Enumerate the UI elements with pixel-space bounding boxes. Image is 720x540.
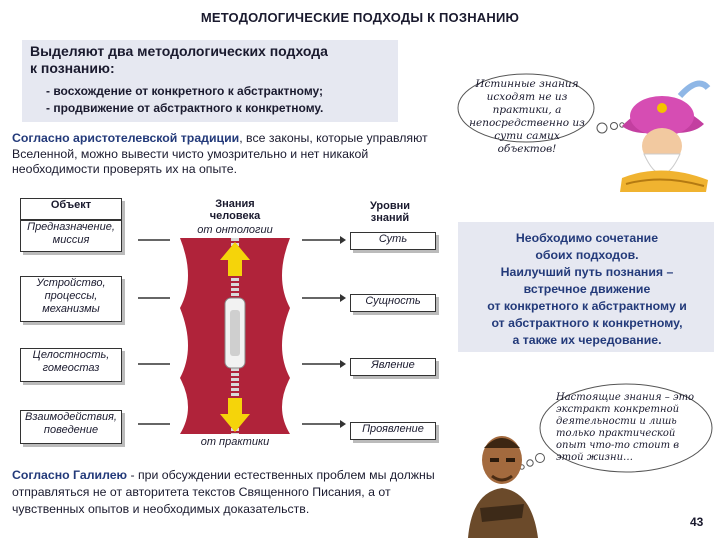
from-practice-label: от практики	[200, 436, 270, 448]
combine-line: Наилучший путь познания –	[500, 265, 674, 279]
combine-line: от абстрактного к конкретному,	[491, 316, 683, 330]
object-box-mission: Предназначение, миссия	[20, 220, 122, 252]
object-box-label: Устройство, процессы, механизмы	[36, 277, 106, 315]
sage-illustration	[620, 80, 711, 192]
knowledge-header: Знания человека	[180, 198, 290, 222]
level-box-phenomenon: Явление	[350, 358, 436, 376]
aristotle-paragraph: Согласно аристотелевской традиции, все з…	[12, 131, 442, 178]
galileo-lead: Согласно Галилею	[12, 468, 128, 482]
combine-line: от конкретного к абстрактному и	[487, 299, 687, 313]
combine-line: а также их чередование.	[512, 333, 662, 347]
intro-heading-line2: к познанию:	[30, 60, 115, 76]
intro-heading-line1: Выделяют два методологических подхода	[30, 43, 328, 59]
galileo-text: - при обсуждении естественных проблем мы…	[12, 468, 435, 516]
thought-bubble-tail	[596, 122, 625, 134]
knowledge-diagram: Объект Предназначение, миссия Устройство…	[20, 190, 440, 450]
level-box-manifestation: Проявление	[350, 422, 436, 440]
combine-panel	[458, 222, 714, 352]
object-box-integrity: Целостность, гомеостаз	[20, 348, 122, 382]
object-to-knowledge-lines	[138, 239, 170, 425]
warrior-illustration	[468, 436, 538, 538]
levels-header: Уровни знаний	[350, 200, 430, 224]
combine-line: встречное движение	[523, 282, 651, 296]
thought-bubble-top	[457, 73, 595, 143]
object-box-label: Целостность, гомеостаз	[32, 349, 110, 374]
page-number: 43	[690, 515, 704, 529]
combine-line: обоих подходов.	[535, 248, 639, 262]
knowledge-header-line1: Знания	[215, 198, 255, 210]
level-box-nature: Сущность	[350, 294, 436, 312]
object-header-label: Объект	[50, 199, 92, 211]
object-box-label: Предназначение, миссия	[27, 221, 115, 246]
levels-header-line1: Уровни	[369, 200, 411, 212]
combine-text: Необходимо сочетание обоих подходов. Наи…	[462, 230, 712, 349]
level-box-label: Явление	[371, 359, 415, 371]
zipper-image	[180, 238, 290, 434]
aristotle-lead: Согласно аристотелевской традиции	[12, 131, 240, 145]
intro-panel	[22, 40, 398, 122]
levels-header-line2: знаний	[370, 212, 410, 224]
thought-bubble-top-text: Истинные знания исходят не из практики, …	[469, 78, 585, 155]
galileo-paragraph: Согласно Галилею - при обсуждении естест…	[12, 467, 462, 518]
from-ontology-label: от онтологии	[197, 224, 273, 236]
object-header: Объект	[20, 198, 122, 220]
knowledge-to-levels-arrows	[302, 236, 346, 428]
combine-line: Необходимо сочетание	[515, 231, 659, 245]
object-box-interaction: Взаимодействия, поведение	[20, 410, 122, 444]
object-box-structure: Устройство, процессы, механизмы	[20, 276, 122, 322]
intro-heading: Выделяют два методологических подхода к …	[30, 43, 328, 77]
thought-bubble-bottom-text: Настоящие знания – это экстракт конкретн…	[556, 392, 695, 463]
level-box-label: Суть	[378, 233, 408, 245]
object-box-label: Взаимодействия, поведение	[25, 411, 117, 436]
aristotle-text: , все законы, которые управляют Вселенно…	[12, 131, 428, 176]
intro-item: - продвижение от абстрактного к конкретн…	[46, 101, 324, 115]
level-box-label: Сущность	[365, 295, 421, 307]
intro-item: - восхождение от конкретного к абстрактн…	[46, 84, 324, 98]
slide-title: МЕТОДОЛОГИЧЕСКИЕ ПОДХОДЫ К ПОЗНАНИЮ	[200, 10, 520, 25]
knowledge-header-line2: человека	[209, 210, 261, 222]
level-box-label: Проявление	[362, 423, 424, 435]
thought-bubble-bottom	[539, 383, 713, 473]
level-box-essence: Суть	[350, 232, 436, 250]
